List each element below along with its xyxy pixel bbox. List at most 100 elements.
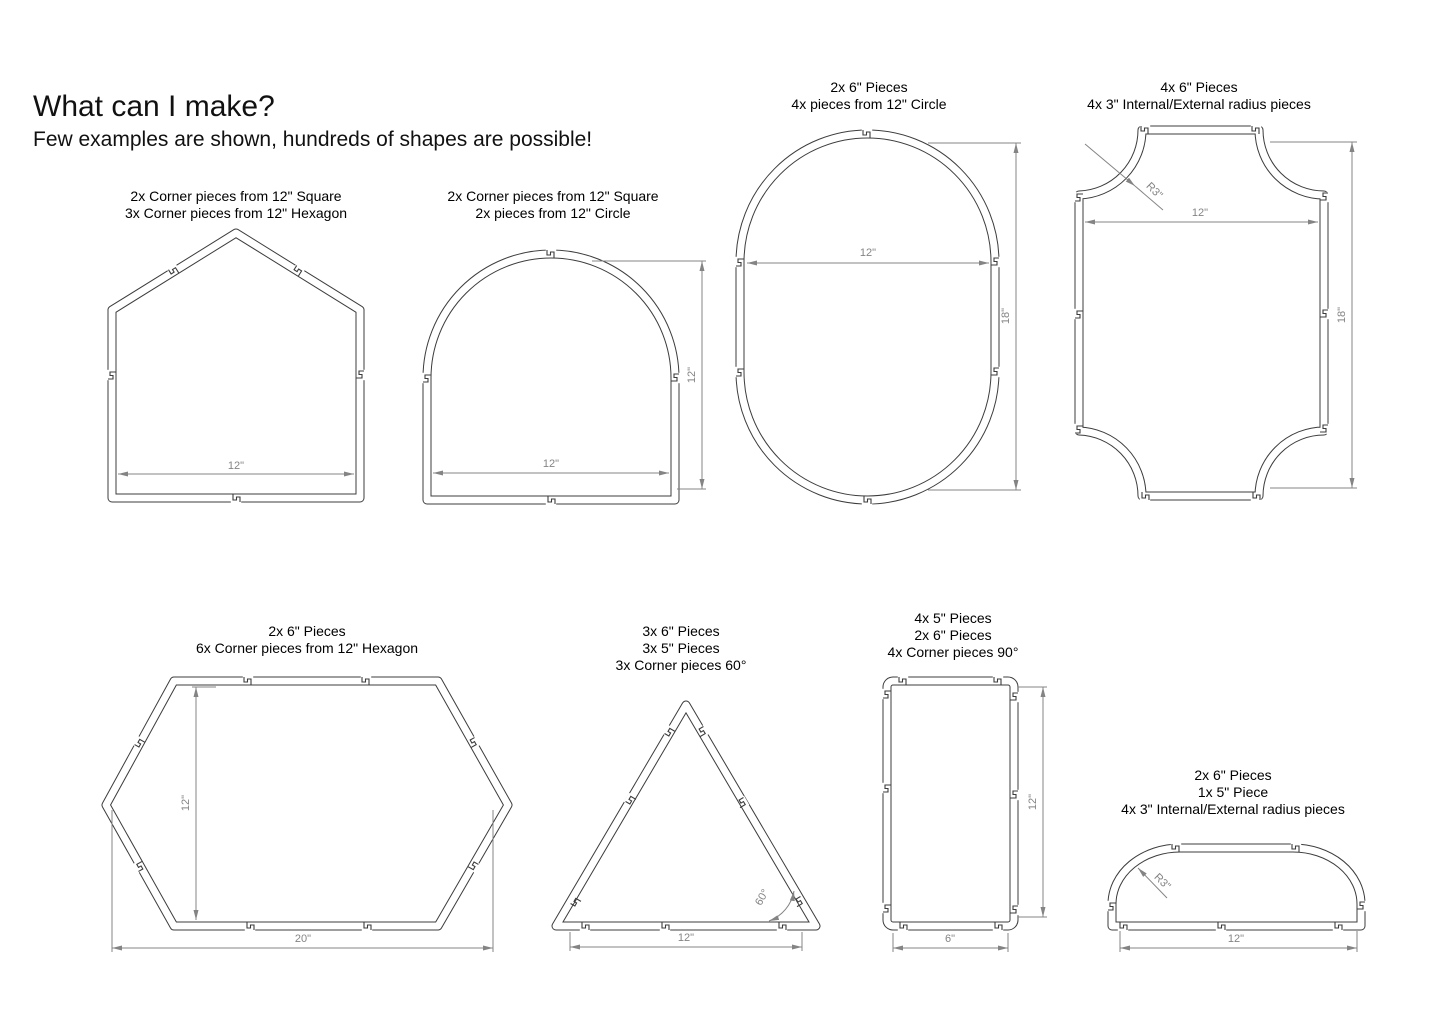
dimension-annotation: 12" bbox=[180, 686, 216, 920]
puzzle-joint-icon bbox=[897, 675, 909, 685]
dimension-annotation: 60° bbox=[753, 887, 795, 922]
dimension-annotation: 12" bbox=[747, 247, 989, 266]
diagram-house-label: 2x Corner pieces from 12" Square 3x Corn… bbox=[16, 188, 456, 222]
puzzle-joint-icon bbox=[361, 922, 373, 932]
house-outline bbox=[107, 228, 365, 503]
puzzle-joint-icon bbox=[881, 688, 891, 700]
label-line: 2x 6" Pieces bbox=[1194, 767, 1272, 783]
puzzle-joint-icon bbox=[1073, 308, 1083, 320]
dimension-label: 12" bbox=[228, 460, 244, 472]
dome-outline bbox=[1107, 843, 1366, 931]
diagram-dome-label: 2x 6" Pieces 1x 5" Piece 4x 3" Internal/… bbox=[1013, 767, 1445, 818]
puzzle-joint-icon bbox=[1320, 308, 1330, 320]
dimension-annotation: 6" bbox=[892, 933, 1009, 952]
label-line: 2x Corner pieces from 12" Square bbox=[447, 188, 659, 204]
puzzle-joint-icon bbox=[1010, 789, 1020, 801]
diagram-arch-drawing: 12" 12" bbox=[421, 248, 706, 506]
diagram-dome-drawing: 12"R3" bbox=[1106, 842, 1367, 952]
diagram-oval-drawing: 12" 18" bbox=[734, 128, 1021, 506]
puzzle-joint-icon bbox=[230, 494, 242, 504]
rectangle-outline bbox=[882, 676, 1019, 931]
label-line: 3x 5" Pieces bbox=[642, 640, 720, 656]
diagram-arch-label: 2x Corner pieces from 12" Square 2x piec… bbox=[333, 188, 773, 222]
puzzle-joint-icon bbox=[1290, 842, 1302, 852]
label-line: 1x 5" Piece bbox=[1197, 784, 1269, 800]
puzzle-joint-icon bbox=[1357, 900, 1367, 912]
puzzle-joint-icon bbox=[1332, 922, 1344, 932]
dimension-label: R3" bbox=[1144, 180, 1165, 201]
label-line: 2x Corner pieces from 12" Square bbox=[130, 188, 342, 204]
dimension-label: 20" bbox=[295, 933, 311, 945]
dimension-annotation: 12" bbox=[1018, 686, 1047, 918]
puzzle-joint-icon bbox=[579, 922, 591, 932]
dimension-annotation: 12" bbox=[592, 260, 706, 490]
dimension-label: 12" bbox=[180, 795, 192, 811]
hexagon-outline bbox=[101, 676, 513, 931]
puzzle-joint-icon bbox=[659, 922, 671, 932]
puzzle-joint-icon bbox=[1250, 492, 1262, 502]
puzzle-joint-icon bbox=[991, 366, 1001, 378]
puzzle-joint-icon bbox=[1170, 842, 1182, 852]
puzzle-joint-icon bbox=[106, 369, 116, 381]
puzzle-joint-icon bbox=[881, 902, 891, 914]
puzzle-joint-icon bbox=[795, 894, 807, 908]
label-line: 4x 5" Pieces bbox=[914, 610, 992, 626]
puzzle-joint-icon bbox=[861, 496, 873, 506]
label-line: 4x 6" Pieces bbox=[1160, 79, 1238, 95]
label-line: 3x Corner pieces 60° bbox=[615, 657, 747, 673]
puzzle-joint-icon bbox=[1139, 124, 1151, 134]
dimension-label: 12" bbox=[860, 247, 876, 259]
diagram-scalloped-rectangle-label: 4x 6" Pieces 4x 3" Internal/External rad… bbox=[979, 79, 1419, 113]
dimension-annotation: 12" bbox=[433, 458, 669, 476]
puzzle-joint-icon bbox=[738, 795, 750, 809]
puzzle-joint-icon bbox=[861, 128, 873, 138]
dimension-annotation: 12" bbox=[1119, 931, 1358, 952]
puzzle-joint-icon bbox=[467, 861, 481, 874]
diagram-hexagon-label: 2x 6" Pieces 6x Corner pieces from 12" H… bbox=[87, 623, 527, 657]
puzzle-joint-icon bbox=[545, 248, 557, 258]
label-line: 2x 6" Pieces bbox=[268, 623, 346, 639]
diagram-oval-label: 2x 6" Pieces 4x pieces from 12" Circle bbox=[649, 79, 1089, 113]
label-line: 2x 6" Pieces bbox=[914, 627, 992, 643]
dimension-label: 18" bbox=[1000, 308, 1012, 324]
puzzle-joint-icon bbox=[671, 372, 681, 384]
page-title: What can I make? bbox=[33, 90, 275, 123]
puzzle-joint-icon bbox=[1320, 191, 1330, 203]
label-line: 4x pieces from 12" Circle bbox=[791, 96, 947, 112]
puzzle-joint-icon bbox=[662, 724, 676, 737]
puzzle-joint-icon bbox=[356, 369, 366, 381]
diagram-triangle-label: 3x 6" Pieces 3x 5" Pieces 3x Corner piec… bbox=[461, 623, 901, 674]
puzzle-joint-icon bbox=[992, 675, 1004, 685]
puzzle-joint-icon bbox=[992, 922, 1004, 932]
triangle-outline bbox=[551, 700, 821, 931]
puzzle-joint-icon bbox=[623, 792, 637, 805]
puzzle-joint-icon bbox=[1073, 423, 1083, 435]
puzzle-joint-icon bbox=[1010, 904, 1020, 916]
puzzle-joint-icon bbox=[1320, 423, 1330, 435]
diagram-rectangle-drawing: 12" 6" bbox=[881, 675, 1047, 952]
puzzle-joint-icon bbox=[242, 675, 254, 685]
label-line: 3x Corner pieces from 12" Hexagon bbox=[124, 205, 348, 221]
puzzle-joint-icon bbox=[293, 263, 306, 277]
dimension-label: 12" bbox=[1027, 794, 1039, 810]
puzzle-joint-icon bbox=[132, 860, 144, 874]
puzzle-joint-icon bbox=[991, 256, 1001, 268]
puzzle-joint-icon bbox=[881, 782, 891, 794]
puzzle-joint-icon bbox=[360, 675, 372, 685]
puzzle-joint-icon bbox=[1073, 191, 1083, 203]
dimension-annotation: 18" bbox=[1270, 141, 1357, 489]
dimension-annotation: 12" bbox=[1085, 207, 1318, 225]
puzzle-joint-icon bbox=[1106, 900, 1116, 912]
dimension-annotation: R3" bbox=[1084, 143, 1165, 211]
puzzle-joint-icon bbox=[776, 922, 788, 932]
dimension-annotation: 20" bbox=[111, 810, 494, 952]
diagram-hexagon-drawing: 12" 20" bbox=[101, 675, 513, 952]
puzzle-joint-icon bbox=[734, 366, 744, 378]
dimension-label: 12" bbox=[686, 367, 698, 383]
dimension-annotation: 12" bbox=[118, 460, 354, 477]
label-line: 2x pieces from 12" Circle bbox=[475, 205, 631, 221]
puzzle-joint-icon bbox=[698, 724, 710, 738]
puzzle-joint-icon bbox=[1215, 922, 1227, 932]
